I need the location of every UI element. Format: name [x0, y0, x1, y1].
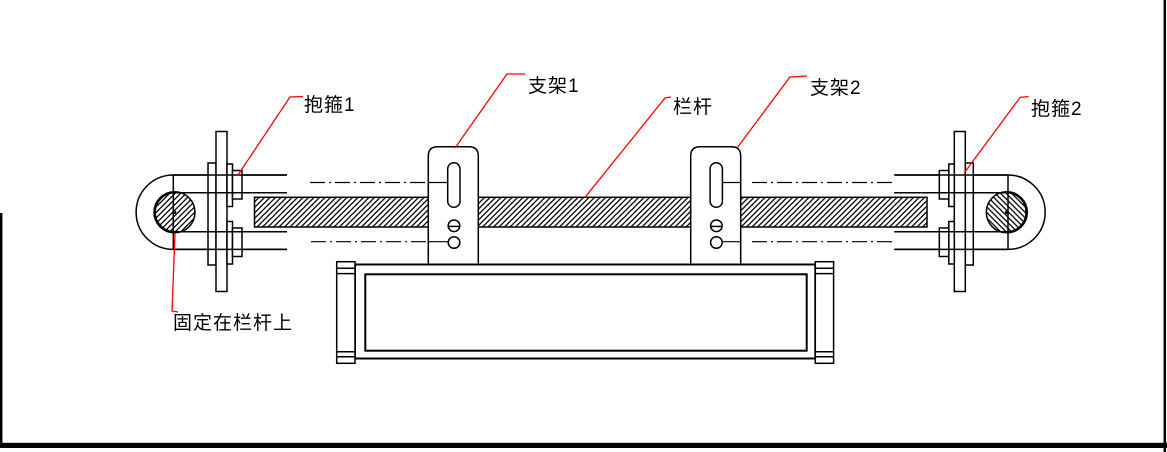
sign-box-right-cap — [814, 260, 835, 365]
leader-hoop-clamp-2 — [963, 95, 1029, 174]
label-hoop-clamp-1: 抱箍1 — [304, 95, 356, 116]
label-bracket-2: 支架2 — [810, 78, 862, 99]
railing-bar — [253, 196, 928, 228]
label-hoop-clamp-2: 抱箍2 — [1031, 99, 1083, 120]
label-bracket-1: 支架1 — [528, 76, 580, 97]
leader-railing — [584, 96, 672, 198]
leader-fixed-note — [171, 233, 179, 313]
label-railing: 栏杆 — [673, 97, 714, 118]
leader-bracket-2 — [736, 75, 808, 149]
sign-box-left-cap — [335, 260, 356, 365]
center-lines — [310, 181, 893, 243]
leader-bracket-1 — [454, 73, 525, 149]
frame-bottom-border — [0, 442, 1167, 448]
leader-lines — [171, 73, 1029, 313]
label-fixed-note: 固定在栏杆上 — [173, 313, 294, 334]
bracket-2 — [689, 145, 742, 267]
leader-hoop-clamp-1 — [237, 95, 304, 176]
sign-box — [335, 260, 835, 365]
bracket-1 — [427, 145, 480, 267]
